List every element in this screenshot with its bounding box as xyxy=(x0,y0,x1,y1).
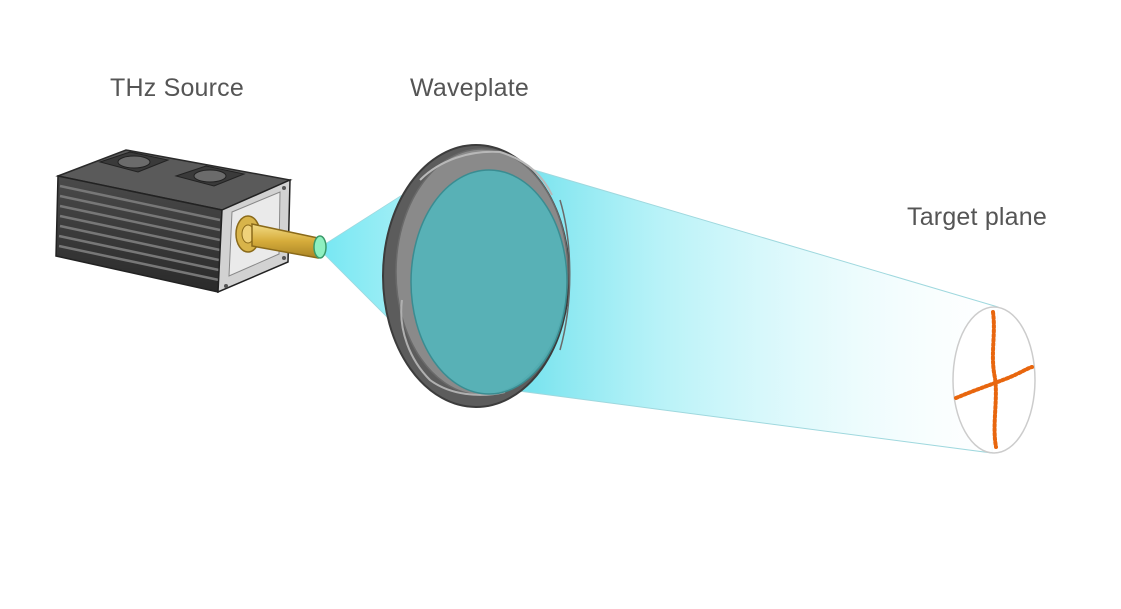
thz-source xyxy=(55,149,327,294)
label-thz-source: THz Source xyxy=(110,74,244,102)
waveplate xyxy=(382,144,571,408)
crosshair-horizontal xyxy=(954,365,1034,400)
label-target-plane: Target plane xyxy=(907,203,1047,231)
crosshair-vertical xyxy=(990,310,998,449)
output-connector xyxy=(235,215,327,259)
cooling-fins xyxy=(58,184,221,282)
waveplate-face xyxy=(410,169,568,395)
output-aperture xyxy=(313,235,327,259)
target-plane xyxy=(952,306,1036,454)
top-connector-left xyxy=(98,151,170,173)
label-waveplate: Waveplate xyxy=(410,74,529,102)
top-connector-right xyxy=(174,165,246,187)
